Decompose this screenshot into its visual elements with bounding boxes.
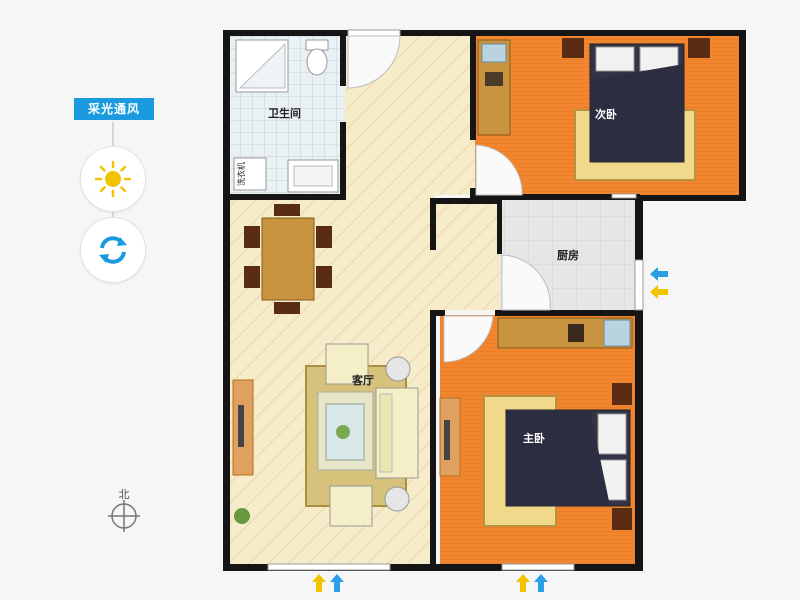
armchair-top <box>325 343 369 385</box>
armchair-bottom <box>329 485 373 527</box>
label-living-room: 客厅 <box>352 374 374 387</box>
compass: 北 <box>104 486 144 532</box>
washer <box>233 157 267 191</box>
dining-table <box>261 217 315 301</box>
refresh-icon <box>99 236 127 264</box>
label-kitchen: 厨房 <box>557 249 579 262</box>
label-master-bedroom: 主卧 <box>523 432 545 445</box>
label-washer: 洗衣机 <box>237 162 246 186</box>
toilet <box>306 48 328 76</box>
panel-connector-mid <box>112 211 114 217</box>
plant <box>234 508 250 524</box>
label-bathroom: 卫生间 <box>268 107 301 120</box>
corridor-floor <box>435 200 500 310</box>
bottom-arrows-right <box>516 574 548 592</box>
sunlight-button[interactable] <box>80 146 146 212</box>
side-arrows <box>650 267 668 299</box>
north-label: 北 <box>118 488 130 501</box>
panel-title: 采光通风 <box>74 98 154 120</box>
label-second-bedroom: 次卧 <box>595 108 617 121</box>
panel-connector-top <box>112 122 114 146</box>
compass-icon <box>108 500 140 532</box>
ventilation-button[interactable] <box>80 217 146 283</box>
sun-icon <box>94 160 132 198</box>
bottom-arrows-left <box>312 574 344 592</box>
